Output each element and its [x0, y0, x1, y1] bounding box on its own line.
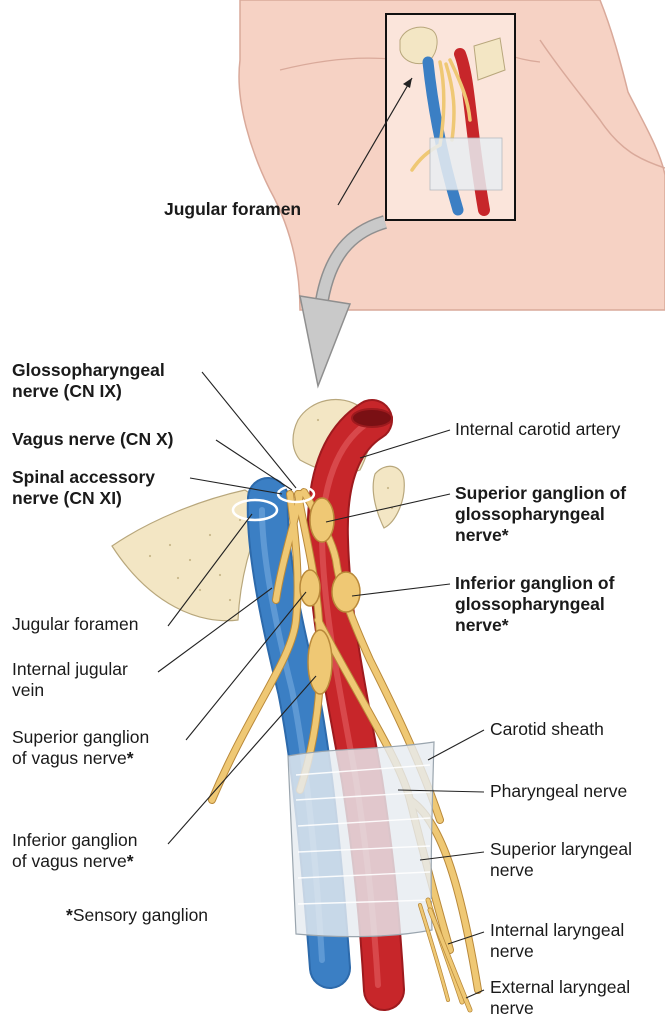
label-superior-laryngeal-line1: Superior laryngeal: [490, 839, 632, 860]
label-superior-ganglion-vagus: Superior ganglion of vagus nerve*: [12, 727, 149, 769]
label-inferior-ganglion-glosso-line1: Inferior ganglion of: [455, 573, 614, 594]
label-external-laryngeal-line2: nerve: [490, 998, 630, 1019]
label-glossopharyngeal-line2: nerve (CN IX): [12, 381, 165, 402]
label-glossopharyngeal-nerve: Glossopharyngeal nerve (CN IX): [12, 360, 165, 402]
label-inferior-ganglion-glosso: Inferior ganglion of glossopharyngeal ne…: [455, 573, 614, 636]
label-internal-laryngeal-line1: Internal laryngeal: [490, 920, 624, 941]
label-sensory-ganglion-text: Sensory ganglion: [73, 905, 208, 925]
label-superior-laryngeal-nerve: Superior laryngeal nerve: [490, 839, 632, 881]
label-internal-laryngeal-line2: nerve: [490, 941, 624, 962]
label-internal-jugular-vein-line2: vein: [12, 680, 128, 701]
right-bone: [373, 466, 404, 528]
label-inferior-ganglion-vagus-line1: Inferior ganglion: [12, 830, 138, 851]
label-internal-jugular-vein-line1: Internal jugular: [12, 659, 128, 680]
label-spinal-accessory-line2: nerve (CN XI): [12, 488, 155, 509]
label-vagus-nerve: Vagus nerve (CN X): [12, 429, 173, 450]
asterisk: *: [127, 748, 134, 768]
asterisk: *: [127, 851, 134, 871]
label-top-jugular-foramen: Jugular foramen: [164, 199, 301, 220]
label-internal-laryngeal-nerve: Internal laryngeal nerve: [490, 920, 624, 962]
label-inferior-ganglion-vagus-text: of vagus nerve: [12, 851, 127, 871]
label-superior-ganglion-glosso-line3: nerve*: [455, 525, 626, 546]
label-inferior-ganglion-vagus-line2: of vagus nerve*: [12, 851, 138, 872]
superior-ganglion-glosso-shape: [310, 498, 334, 542]
label-internal-jugular-vein: Internal jugular vein: [12, 659, 128, 701]
leader-carotid-sheath: [428, 730, 484, 760]
label-superior-ganglion-vagus-line2: of vagus nerve*: [12, 748, 149, 769]
label-external-laryngeal-line1: External laryngeal: [490, 977, 630, 998]
label-superior-ganglion-vagus-text: of vagus nerve: [12, 748, 127, 768]
left-bone: [112, 490, 268, 621]
leader-glossopharyngeal: [202, 372, 296, 488]
label-pharyngeal-nerve: Pharyngeal nerve: [490, 781, 627, 802]
inferior-ganglion-glosso-shape: [332, 572, 360, 612]
asterisk: *: [66, 905, 73, 925]
label-superior-ganglion-glosso: Superior ganglion of glossopharyngeal ne…: [455, 483, 626, 546]
carotid-sheath: [288, 742, 434, 937]
inset-thumbnail: [386, 14, 515, 220]
label-spinal-accessory-nerve: Spinal accessory nerve (CN XI): [12, 467, 155, 509]
label-inferior-ganglion-glosso-line3: nerve*: [455, 615, 614, 636]
leader-inferior-ganglion-glosso: [352, 584, 450, 596]
label-spinal-accessory-line1: Spinal accessory: [12, 467, 155, 488]
inferior-ganglion-vagus-shape: [308, 630, 332, 694]
superior-ganglion-vagus-shape: [300, 570, 320, 606]
artery-lumen: [352, 409, 392, 427]
label-superior-ganglion-glosso-line2: glossopharyngeal: [455, 504, 626, 525]
label-glossopharyngeal-line1: Glossopharyngeal: [12, 360, 165, 381]
label-superior-ganglion-vagus-line1: Superior ganglion: [12, 727, 149, 748]
label-inferior-ganglion-glosso-line2: glossopharyngeal: [455, 594, 614, 615]
label-inferior-ganglion-vagus: Inferior ganglion of vagus nerve*: [12, 830, 138, 872]
label-superior-ganglion-glosso-line1: Superior ganglion of: [455, 483, 626, 504]
label-internal-carotid-artery: Internal carotid artery: [455, 419, 620, 440]
inset-sheath: [430, 138, 502, 190]
label-external-laryngeal-nerve: External laryngeal nerve: [490, 977, 630, 1019]
label-carotid-sheath: Carotid sheath: [490, 719, 604, 740]
label-jugular-foramen: Jugular foramen: [12, 614, 138, 635]
label-superior-laryngeal-line2: nerve: [490, 860, 632, 881]
label-sensory-ganglion: *Sensory ganglion: [66, 905, 208, 926]
